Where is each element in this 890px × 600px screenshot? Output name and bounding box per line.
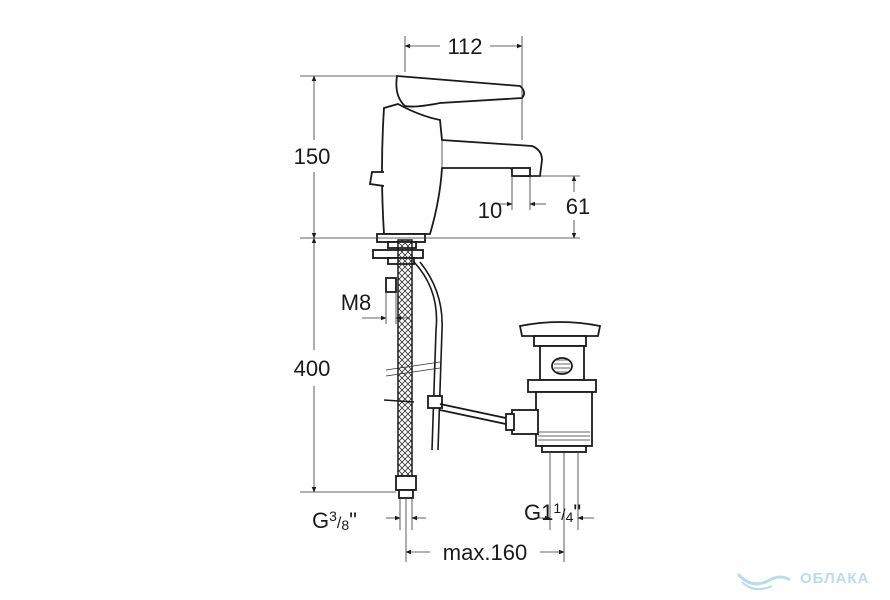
cloud-wave-logo-icon	[736, 572, 791, 591]
dimension-lines	[300, 36, 594, 562]
dim-height-above: 150	[294, 144, 331, 169]
dim-rod-distance: max.160	[443, 540, 527, 565]
pop-up-rod	[383, 395, 516, 427]
dim-outlet-height: 61	[566, 194, 590, 219]
watermark: ОБЛАКА	[736, 570, 869, 591]
supply-hoses	[372, 239, 443, 499]
waste-assembly	[505, 321, 602, 453]
dim-spout-reach: 112	[447, 34, 482, 59]
dim-hose-length: 400	[294, 356, 331, 381]
watermark-text: ОБЛАКА	[800, 570, 869, 587]
dim-thread-m: M8	[341, 290, 372, 315]
faucet-body	[368, 75, 543, 249]
dim-outlet-offset: 10	[478, 198, 502, 223]
dim-waste-thread: G11/4"	[524, 500, 581, 525]
dim-inlet-thread: G3/8"	[312, 508, 357, 533]
